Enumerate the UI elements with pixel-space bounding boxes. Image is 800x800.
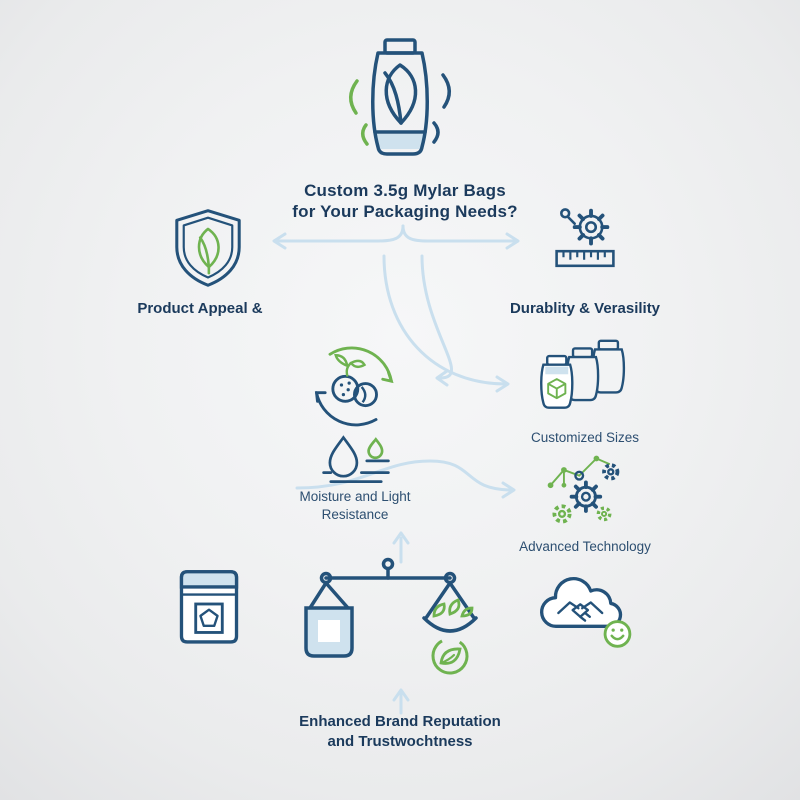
customized-sizes-label: Customized Sizes [530,430,640,445]
small-green-drop-glyph [367,437,384,460]
title-line-2: for Your Packaging Needs? [292,202,518,221]
handshake-glyph [557,601,604,622]
smiley-glyph [603,620,632,648]
moisture-label: Moisture and Light Resistance [299,489,411,522]
berry-glyphs [331,374,378,408]
page-title: Custom 3.5g Mylar Bags for Your Packagin… [235,180,575,222]
back-bag [591,339,626,394]
shield-leaf-icon [169,206,247,290]
shield-leaf-glyph [197,227,220,275]
small-green-gear [552,504,572,524]
title-line-1: Custom 3.5g Mylar Bags [304,181,506,200]
cloud-glyph [540,577,623,629]
bag-label-window [194,602,224,634]
pentagon-glyph [199,608,219,628]
pan-leaves [432,598,474,618]
balance-scale-icon [300,556,478,690]
front-bag [540,354,574,409]
mylar-bag-leaf-icon [335,35,465,165]
main-gear-teeth [569,480,603,513]
recycle-berries-icon [305,337,401,433]
green-accent-strokes [349,79,369,146]
cloud-handshake-icon [533,571,639,653]
durability-label: Durablity & Verasility [509,300,661,317]
ruler-glyph [555,249,615,268]
arrow-to-customized-sizes [382,254,508,386]
bag-bottom-band [377,134,423,149]
stacked-mylar-bags-icon [538,337,630,423]
cube-glyph [547,378,567,400]
product-appeal-label: Product Appeal & [137,300,263,317]
eco-leaf-circle [431,637,469,675]
arrow-to-durability [401,224,518,243]
green-cycle-arrow [328,346,394,384]
wrench-glyph [560,208,576,225]
bag-top-band [179,570,239,589]
water-drop-icon [320,432,392,488]
small-green-gear-2 [596,506,612,522]
berry-leaves [334,354,367,377]
blue-cycle-arrow [314,391,378,427]
large-drop-glyph [328,435,359,478]
advanced-technology-label: Advanced Technology [519,539,651,554]
brand-reputation-label: Enhanced Brand Reputation and Trustwocht… [299,713,501,750]
small-blue-gear [602,463,620,481]
technology-gears-icon [541,447,627,533]
scale-pan [422,616,478,633]
scale-bag-window [318,620,340,642]
labeled-bag-icon [172,558,246,650]
network-nodes [547,455,600,489]
arrow-to-product-appeal [274,224,405,243]
arrow-to-moisture [420,254,453,380]
gear-ruler-icon [546,203,624,277]
blue-accent-strokes [432,73,451,144]
